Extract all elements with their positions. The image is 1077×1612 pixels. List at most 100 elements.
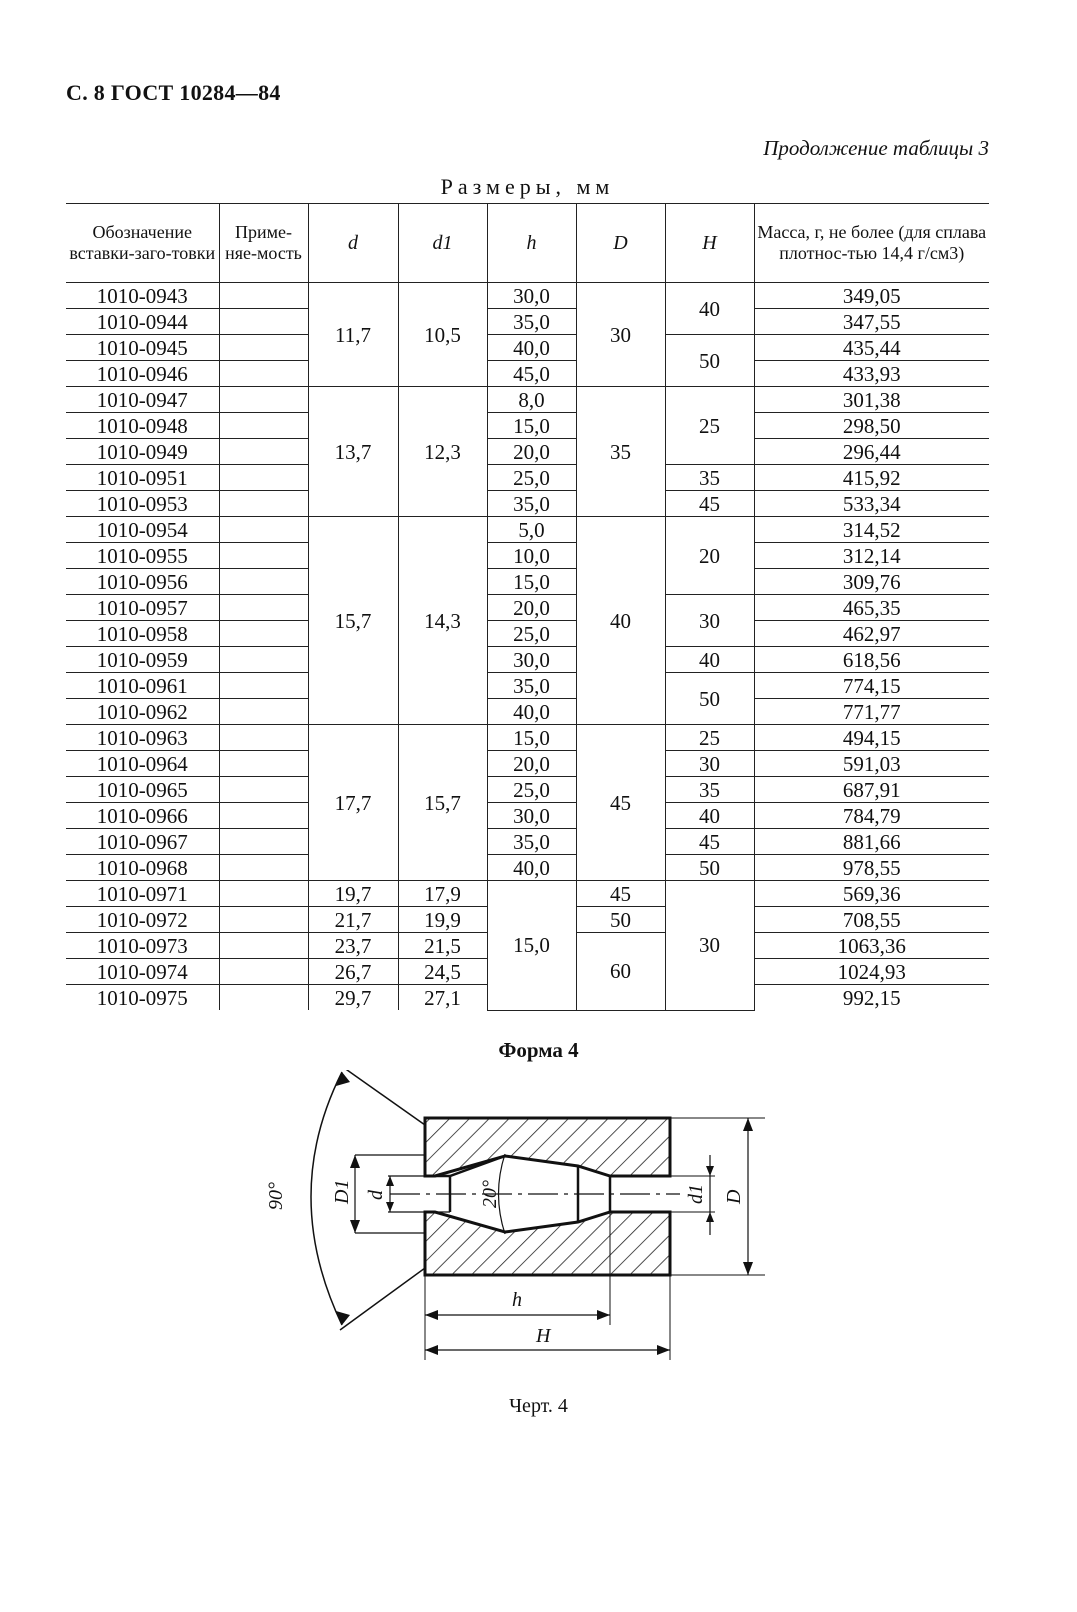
label-angle-20: 20° xyxy=(479,1180,501,1208)
cell-applicability xyxy=(218,880,308,907)
cell-designation: 1010-0961 xyxy=(66,672,219,699)
cell-H: 25 xyxy=(664,724,754,751)
cell-H: 35 xyxy=(664,464,754,491)
cell-H: 45 xyxy=(664,828,754,855)
arrow xyxy=(350,1155,360,1168)
cell-mass: 708,55 xyxy=(753,906,989,933)
cell-h: 30,0 xyxy=(486,802,576,829)
cell-mass: 1024,93 xyxy=(753,958,989,985)
cell-mass: 314,52 xyxy=(753,516,989,543)
arrow xyxy=(336,1311,350,1325)
arrow xyxy=(336,1072,350,1086)
arrow xyxy=(425,1310,438,1320)
cell-applicability xyxy=(218,360,308,387)
cell-designation: 1010-0949 xyxy=(66,438,219,465)
cell-applicability xyxy=(218,958,308,985)
cell-H: 45 xyxy=(664,490,754,517)
cell-designation: 1010-0945 xyxy=(66,334,219,361)
cell-d1: 15,7 xyxy=(397,724,487,881)
cell-mass: 533,34 xyxy=(753,490,989,517)
cell-mass: 494,15 xyxy=(753,724,989,751)
header-mass: Масса, г, не более (для сплава плотнос-т… xyxy=(753,203,989,283)
cell-h: 35,0 xyxy=(486,308,576,335)
cell-H: 50 xyxy=(664,334,754,387)
cell-designation: 1010-0947 xyxy=(66,386,219,413)
form-4-drawing: 90° D1 d 20° d1 D h H xyxy=(265,1070,765,1360)
cell-designation: 1010-0965 xyxy=(66,776,219,803)
cell-designation: 1010-0975 xyxy=(96,985,188,1010)
header-d1: d1 xyxy=(397,203,487,283)
cell-h: 15,0 xyxy=(486,568,576,595)
cell-applicability xyxy=(218,906,308,933)
cell-mass: 992,15 xyxy=(753,984,989,1010)
arrow xyxy=(657,1345,670,1355)
cell-H: 35 xyxy=(664,776,754,803)
arrow xyxy=(743,1118,753,1131)
arrow xyxy=(425,1345,438,1355)
cell-H: 30 xyxy=(664,880,754,1011)
cell-designation: 1010-0951 xyxy=(66,464,219,491)
header-d: d xyxy=(307,203,398,283)
cell-h: 20,0 xyxy=(486,594,576,621)
label-d: d xyxy=(365,1189,387,1200)
cell-h: 35,0 xyxy=(486,672,576,699)
angle-90-arc xyxy=(310,1071,343,1326)
cell-mass: 349,05 xyxy=(753,282,989,309)
cell-applicability xyxy=(218,672,308,699)
cell-applicability xyxy=(218,984,308,1010)
cell-designation: 1010-0971 xyxy=(66,880,219,907)
cell-designation: 1010-0973 xyxy=(66,932,219,959)
cell-mass: 771,77 xyxy=(753,698,989,725)
cell-d1: 24,5 xyxy=(397,958,487,985)
cell-applicability xyxy=(218,568,308,595)
cell-designation: 1010-0968 xyxy=(66,854,219,881)
cell-H: 20 xyxy=(664,516,754,595)
cell-applicability xyxy=(218,776,308,803)
cell-D: 45 xyxy=(575,880,665,907)
cell-h: 45,0 xyxy=(486,360,576,387)
cell-d: 15,7 xyxy=(307,516,398,725)
label-d1: d1 xyxy=(685,1184,707,1204)
cell-designation: 1010-0946 xyxy=(66,360,219,387)
cell-mass: 312,14 xyxy=(753,542,989,569)
cell-applicability xyxy=(218,620,308,647)
cell-designation: 1010-0944 xyxy=(66,308,219,335)
dimensions-table: Обозначение вставки-заго-товки Приме-няе… xyxy=(66,203,989,1011)
label-D: D xyxy=(723,1189,745,1205)
cell-h: 25,0 xyxy=(486,620,576,647)
cell-applicability xyxy=(218,490,308,517)
cell-mass: 435,44 xyxy=(753,334,989,361)
cell-D: 40 xyxy=(575,516,665,725)
cell-D: 35 xyxy=(575,386,665,517)
cell-designation: 1010-0955 xyxy=(66,542,219,569)
label-h: h xyxy=(512,1289,522,1311)
cell-applicability xyxy=(218,308,308,335)
header-applicability: Приме-няе-мость xyxy=(218,203,308,283)
header-h: h xyxy=(486,203,576,283)
cell-h: 30,0 xyxy=(486,646,576,673)
cell-mass: 1063,36 xyxy=(753,932,989,959)
cell-designation: 1010-0943 xyxy=(66,282,219,309)
cell-h: 25,0 xyxy=(486,464,576,491)
header-H: H xyxy=(664,203,754,283)
cell-mass: 309,76 xyxy=(753,568,989,595)
body-upper-section xyxy=(423,1116,672,1178)
cell-mass: 978,55 xyxy=(753,854,989,881)
cell-h: 40,0 xyxy=(486,698,576,725)
cell-mass: 465,35 xyxy=(753,594,989,621)
cell-h: 25,0 xyxy=(486,776,576,803)
cell-designation: 1010-0954 xyxy=(66,516,219,543)
